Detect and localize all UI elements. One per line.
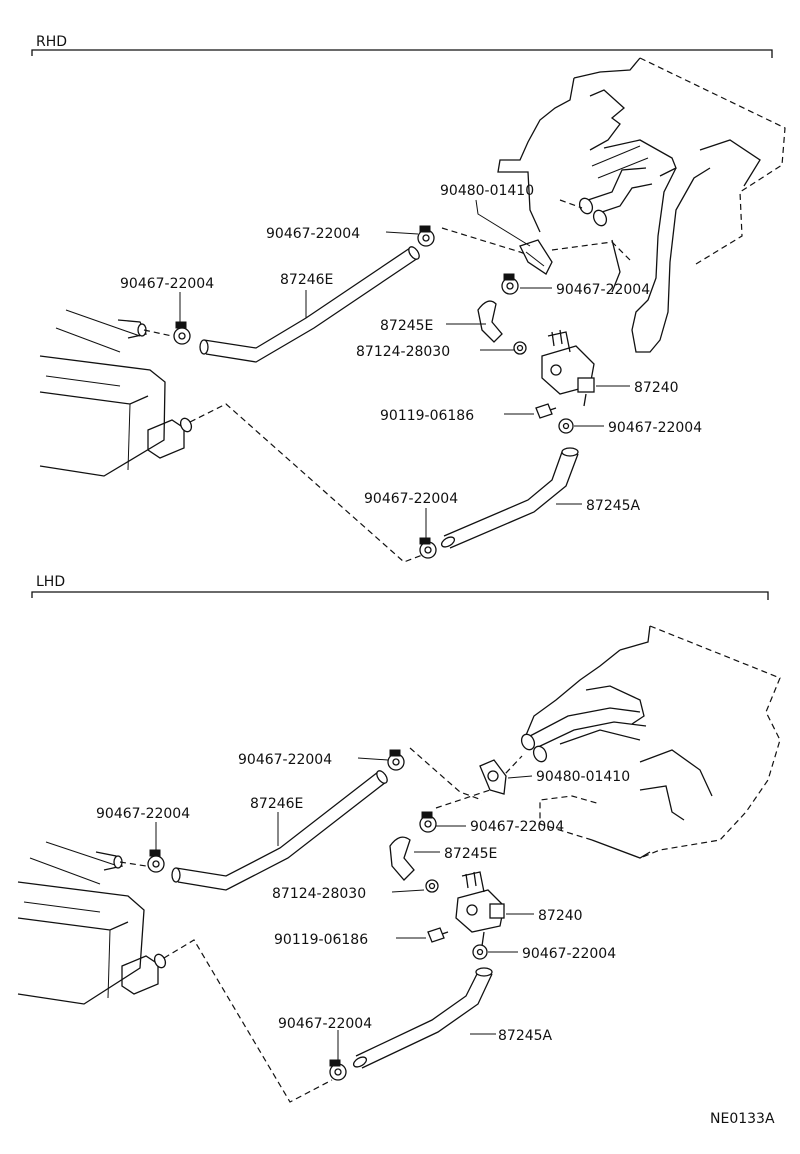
rhd-label-hose-e: 87246E [280, 272, 333, 288]
lhd-clamp-hose-a [329, 1059, 347, 1081]
rhd-bolt [535, 403, 557, 419]
rhd-clamp-valve-side [501, 273, 519, 295]
lhd-label-hose-e-clamp: 90467-22004 [238, 752, 332, 768]
lhd-section: LHD [17, 574, 781, 1103]
lhd-dash-heater-top [409, 747, 483, 801]
lhd-label-small-hose-e: 87245E [444, 846, 497, 862]
rhd-label-radiator-clamp: 90467-22004 [120, 276, 214, 292]
lhd-hose-87245a [355, 971, 479, 1057]
lhd-label-lower-clamp: 90467-22004 [522, 946, 616, 962]
lhd-label-hose-a-clamp: 90467-22004 [278, 1016, 372, 1032]
lhd-label-valve-side-clamp: 90467-22004 [470, 819, 564, 835]
rhd-leaders [179, 199, 630, 542]
rhd-hose-87245e [477, 300, 503, 343]
rhd-hose-87245a [443, 451, 563, 537]
lhd-label-hose-a: 87245A [498, 1028, 553, 1044]
rhd-label-gasket: 90480-01410 [440, 183, 534, 199]
rhd-label-hose-a: 87245A [586, 498, 641, 514]
rhd-label-small-hose-e: 87245E [380, 318, 433, 334]
rhd-section-bracket [31, 49, 773, 58]
rhd-clamp-lower [558, 418, 574, 434]
rhd-label-valve-side-clamp: 90467-22004 [556, 282, 650, 298]
lhd-water-valve [455, 871, 505, 947]
rhd-label-valve: 87240 [634, 380, 679, 396]
lhd-hose-87246e [175, 771, 379, 877]
rhd-label-bolt: 90119-06186 [380, 408, 474, 424]
lhd-heater-unit [520, 625, 781, 859]
lhd-leaders [155, 757, 534, 1064]
lhd-clamp-valve-side [419, 811, 437, 833]
rhd-clip [513, 341, 527, 355]
rhd-label-clip: 87124-28030 [356, 344, 450, 360]
rhd-dash-gasket [551, 241, 631, 261]
lhd-hose-87245e [389, 836, 415, 881]
rhd-dash-radiator-top [143, 329, 173, 337]
rhd-water-valve [541, 329, 595, 407]
lhd-clamp-hose-e [387, 749, 405, 771]
rhd-title: RHD [36, 34, 67, 50]
lhd-label-clip: 87124-28030 [272, 886, 366, 902]
lhd-label-bolt: 90119-06186 [274, 932, 368, 948]
lhd-label-gasket: 90480-01410 [536, 769, 630, 785]
rhd-engine-block [39, 309, 193, 477]
lhd-clamp-radiator [147, 849, 165, 873]
lhd-label-valve: 87240 [538, 908, 583, 924]
rhd-dash-radiator-bottom [189, 403, 431, 563]
lhd-bolt [427, 927, 449, 943]
rhd-hose-87246e [203, 247, 411, 349]
lhd-label-hose-e: 87246E [250, 796, 303, 812]
lhd-dash-radiator-top [119, 861, 147, 867]
rhd-heater-unit [497, 57, 786, 353]
rhd-label-lower-clamp: 90467-22004 [608, 420, 702, 436]
rhd-label-hose-e-clamp: 90467-22004 [266, 226, 360, 242]
rhd-label-hose-a-clamp: 90467-22004 [364, 491, 458, 507]
lhd-title: LHD [36, 574, 65, 590]
lhd-label-radiator-clamp: 90467-22004 [96, 806, 190, 822]
figure-code: NE0133A [710, 1111, 775, 1127]
rhd-clamp-hose-e [417, 225, 435, 247]
lhd-clip [425, 879, 439, 893]
lhd-gasket [479, 759, 507, 795]
rhd-section: RHD [31, 34, 786, 563]
rhd-clamp-hose-a [419, 537, 437, 559]
lhd-section-bracket [31, 591, 769, 600]
rhd-gasket [519, 239, 553, 275]
lhd-clamp-lower [472, 944, 488, 960]
rhd-clamp-radiator [173, 321, 191, 345]
lhd-engine-block [17, 841, 167, 1005]
